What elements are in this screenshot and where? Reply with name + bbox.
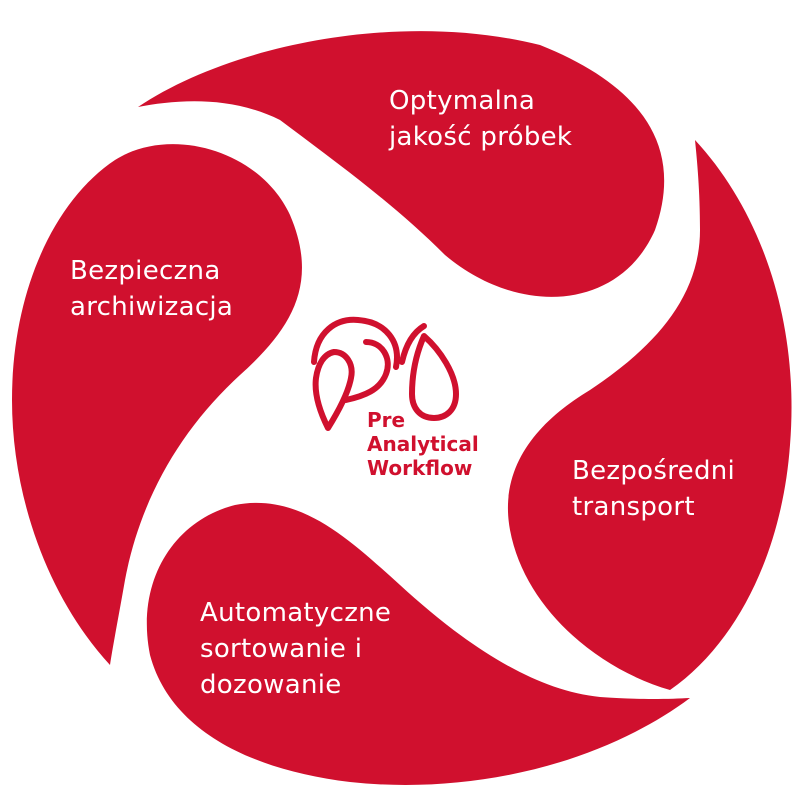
petal-bottom xyxy=(146,502,690,785)
petal-right xyxy=(507,140,792,690)
petal-label-line: Bezpośredni xyxy=(572,456,736,486)
petal-label-optimal-sample-quality: Optymalna jakość próbek xyxy=(389,83,572,155)
petal-label-safe-archiving: Bezpieczna archiwizacja xyxy=(70,253,233,325)
logo: Pre Analytical Workflow xyxy=(306,312,496,502)
petal-label-line: archiwizacja xyxy=(70,292,234,322)
petal-label-line: dozowanie xyxy=(200,670,342,700)
logo-text-line: Workflow xyxy=(367,456,473,480)
petal-label-line: sortowanie i xyxy=(200,634,363,664)
petal-label-automatic-sorting: Automatyczne sortowanie i dozowanie xyxy=(200,595,391,703)
petal-label-line: Automatyczne xyxy=(200,598,392,628)
logo-text-line: Analytical xyxy=(367,432,479,456)
logo-text-line: Pre xyxy=(367,408,406,432)
petal-label-line: Optymalna xyxy=(389,86,536,116)
petal-label-line: transport xyxy=(572,492,695,522)
petal-label-line: jakość próbek xyxy=(389,122,573,152)
droplets-logo-icon xyxy=(311,316,459,431)
petal-top xyxy=(138,31,665,297)
petal-label-line: Bezpieczna xyxy=(70,256,221,286)
petal-label-direct-transport: Bezpośredni transport xyxy=(572,453,735,525)
logo-text: Pre Analytical Workflow xyxy=(367,408,479,480)
petal-left xyxy=(12,144,302,665)
